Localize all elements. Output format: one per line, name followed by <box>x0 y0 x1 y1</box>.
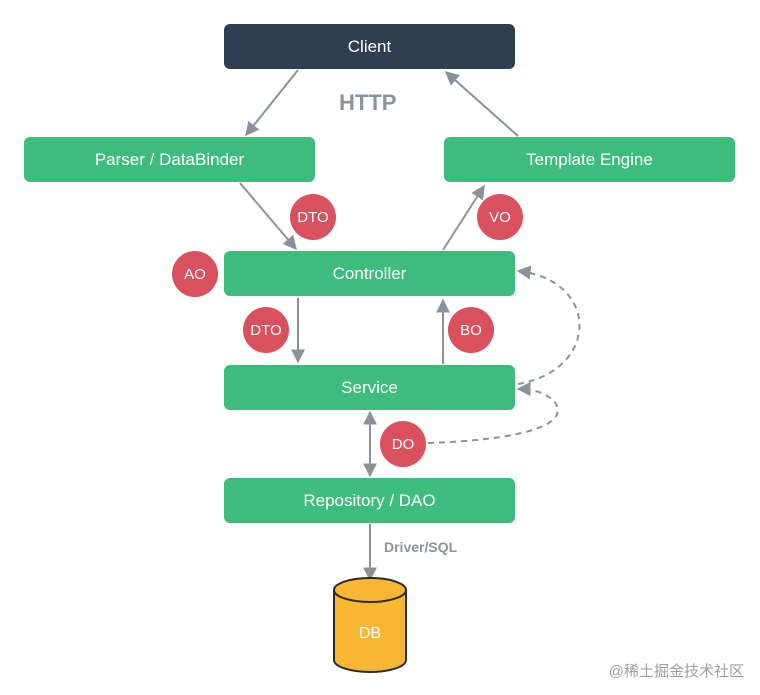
do-badge: DO <box>380 421 426 467</box>
template-engine-node: Template Engine <box>444 137 735 182</box>
dto-badge-parser-controller: DTO <box>290 194 336 240</box>
dashed-arrow-service-to-controller <box>516 265 581 385</box>
http-label: HTTP <box>339 90 397 115</box>
controller-label: Controller <box>332 263 407 283</box>
ao-badge: AO <box>172 251 218 297</box>
repository-dao-label: Repository / DAO <box>303 490 436 510</box>
arrow-controller-to-template <box>442 184 485 251</box>
db-label: DB <box>358 625 382 642</box>
bo-badge: BO <box>448 307 494 353</box>
arrow-template-to-client <box>444 71 519 137</box>
controller-node: Controller <box>224 251 515 296</box>
watermark-text: @稀土掘金技术社区 <box>608 663 744 680</box>
parser-databinder-node: Parser / DataBinder <box>24 137 315 182</box>
dto-badge-controller-service: DTO <box>243 307 289 353</box>
repository-dao-node: Repository / DAO <box>224 478 515 523</box>
dashed-arrow-do-to-service <box>427 382 559 444</box>
template-engine-label: Template Engine <box>526 149 653 169</box>
database-cylinder <box>333 577 407 673</box>
parser-databinder-label: Parser / DataBinder <box>94 149 245 169</box>
arrow-parser-to-controller <box>239 182 297 251</box>
client-node: Client <box>224 24 515 69</box>
driver-sql-label: Driver/SQL <box>384 539 458 555</box>
service-label: Service <box>341 377 398 397</box>
arrow-client-to-parser <box>245 69 299 137</box>
client-label: Client <box>347 36 392 56</box>
service-node: Service <box>224 365 515 410</box>
vo-badge: VO <box>477 194 523 240</box>
